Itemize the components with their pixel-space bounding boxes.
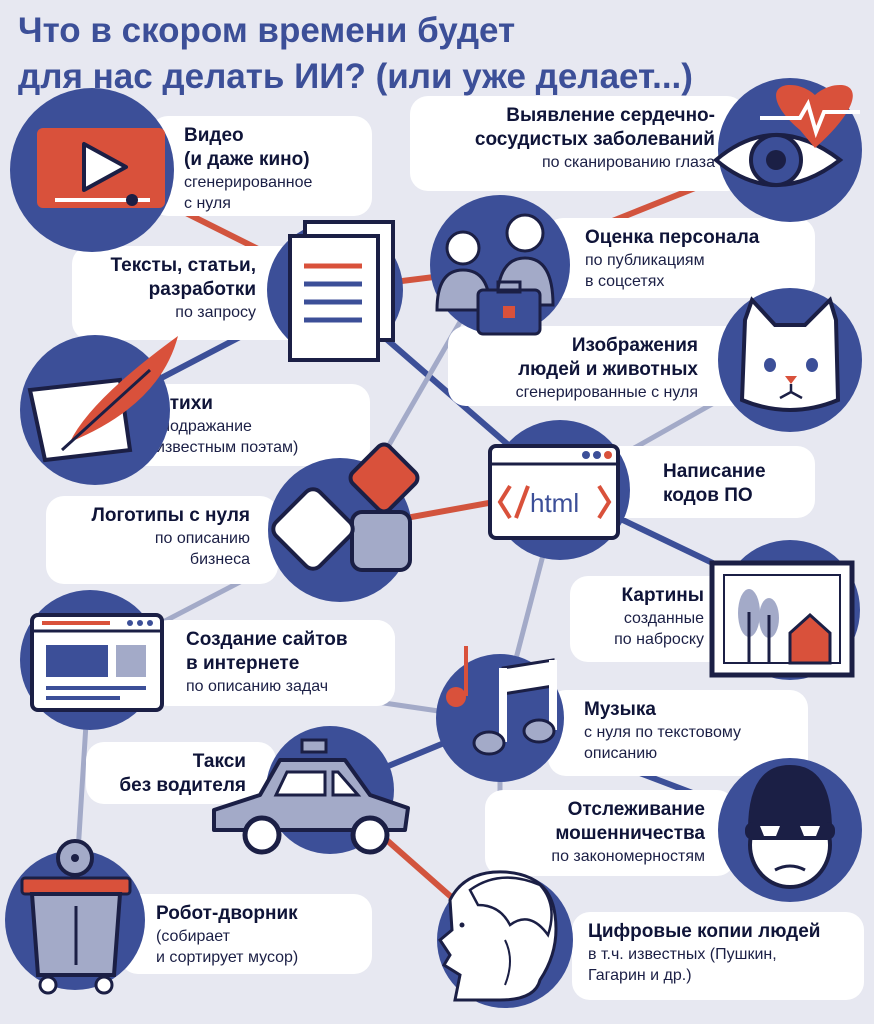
eye-heart-icon bbox=[712, 78, 862, 222]
code-title: Написание кодов ПО bbox=[663, 461, 766, 506]
fraud-desc: по закономерностям bbox=[551, 848, 705, 865]
staff-title: Оценка персонала bbox=[585, 227, 760, 248]
card-fraud: Отслеживание мошенничества по закономерн… bbox=[485, 790, 735, 876]
logos-title: Логотипы с нуля bbox=[91, 505, 251, 526]
poems-title: Стихи bbox=[156, 393, 213, 414]
staff-desc: по публикациям в соцсетях bbox=[585, 252, 705, 290]
card-taxi: Такси без водителя bbox=[86, 742, 276, 804]
images-title: Изображения людей и животных bbox=[518, 335, 698, 380]
robot-desc: (собирает и сортирует мусор) bbox=[156, 928, 299, 966]
title-line-1: Что в скором времени будет bbox=[18, 11, 516, 50]
website-icon bbox=[20, 590, 164, 730]
svg-text:html: html bbox=[530, 488, 579, 518]
card-video: Видео (и даже кино) сгенерированное с ну… bbox=[150, 116, 372, 216]
music-note-icon bbox=[436, 646, 564, 782]
fraud-title: Отслеживание мошенничества bbox=[555, 799, 705, 844]
card-staff: Оценка персонала по публикациям в соцсет… bbox=[545, 218, 815, 298]
cardio-desc: по сканированию глаза bbox=[541, 154, 715, 171]
logos-desc: по описанию бизнеса bbox=[154, 530, 250, 568]
fraudster-icon bbox=[718, 758, 862, 902]
robot-bin-icon bbox=[5, 839, 145, 995]
images-desc: сгенерированные с нуля bbox=[515, 384, 698, 401]
card-music: Музыка с нуля по текстовому описанию bbox=[548, 690, 808, 776]
texts-title: Тексты, статьи, разработки bbox=[110, 255, 256, 300]
cardio-title: Выявление сердечно- сосудистых заболеван… bbox=[474, 105, 715, 150]
video-title: Видео (и даже кино) bbox=[184, 125, 310, 170]
music-desc: с нуля по текстовому описанию bbox=[584, 724, 742, 762]
music-title: Музыка bbox=[584, 699, 656, 720]
taxi-title: Такси без водителя bbox=[119, 751, 246, 796]
picture-frame-icon bbox=[709, 540, 860, 680]
clones-desc: в т.ч. известных (Пушкин, Гагарин и др.) bbox=[588, 946, 777, 984]
card-sites: Создание сайтов в интернете по описанию … bbox=[150, 620, 395, 706]
cat-icon bbox=[718, 288, 862, 432]
card-robot: Робот-дворник (собирает и сортирует мусо… bbox=[120, 894, 372, 974]
clones-title: Цифровые копии людей bbox=[588, 921, 821, 942]
texts-desc: по запросу bbox=[175, 304, 256, 321]
poems-desc: (подражание известным поэтам) bbox=[156, 418, 299, 456]
pushkin-profile-icon bbox=[437, 870, 573, 1008]
html-code-icon: html bbox=[488, 420, 630, 560]
feather-icon bbox=[20, 335, 178, 485]
logo-shapes-icon bbox=[268, 442, 420, 602]
card-logos: Логотипы с нуля по описанию бизнеса bbox=[46, 496, 278, 584]
paintings-desc: созданные по наброску bbox=[614, 610, 704, 648]
document-icon bbox=[267, 220, 403, 362]
page-title: Что в скором времени будет для нас делат… bbox=[18, 8, 858, 100]
card-cardio: Выявление сердечно- сосудистых заболеван… bbox=[410, 96, 745, 191]
sites-desc: по описанию задач bbox=[186, 678, 329, 695]
video-desc: сгенерированное с нуля bbox=[184, 174, 313, 212]
title-line-2: для нас делать ИИ? (или уже делает...) bbox=[18, 57, 693, 96]
video-player-icon bbox=[10, 88, 174, 252]
card-images: Изображения людей и животных сгенерирова… bbox=[448, 326, 758, 406]
people-briefcase-icon bbox=[430, 195, 570, 336]
taxi-car-icon bbox=[212, 726, 410, 855]
paintings-title: Картины bbox=[621, 585, 704, 606]
card-clones: Цифровые копии людей в т.ч. известных (П… bbox=[572, 912, 864, 1000]
sites-title: Создание сайтов в интернете bbox=[186, 629, 348, 674]
robot-title: Робот-дворник bbox=[156, 903, 298, 924]
